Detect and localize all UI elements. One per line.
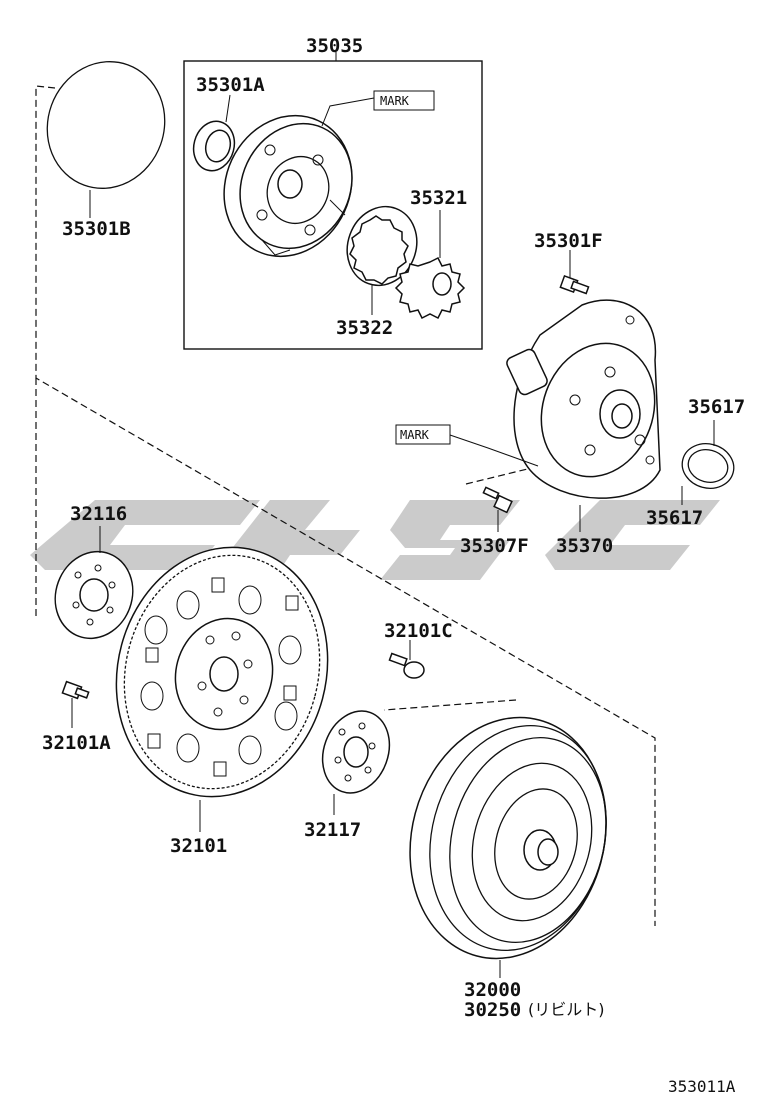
oil-seal-35301a: [192, 94, 236, 172]
label-35617-top: 35617: [688, 396, 745, 418]
bolt-32101a: [61, 680, 90, 728]
label-32116: 32116: [70, 503, 127, 525]
label-32101c: 32101C: [384, 620, 453, 642]
watermark-logo: [30, 500, 720, 580]
mark-box-lower: [395, 424, 451, 445]
label-35370: 35370: [556, 535, 613, 557]
label-35035: 35035: [306, 35, 363, 57]
label-30250-note: (リビルト): [528, 1000, 605, 1019]
o-ring-35301b: [46, 61, 166, 218]
mark-label-top: MARK: [380, 94, 410, 108]
bolt-32101c: [388, 640, 425, 679]
pump-body-35035: [223, 114, 353, 258]
label-32000: 32000: [464, 979, 521, 1001]
torque-converter-32000: [409, 716, 607, 978]
snap-ring-35617: [681, 420, 735, 505]
drive-gear-35321: [394, 210, 466, 320]
label-35301b: 35301B: [62, 218, 131, 240]
label-32101: 32101: [170, 835, 227, 857]
label-35617-bottom: 35617: [646, 507, 703, 529]
kit-box-35035: [183, 60, 483, 350]
pump-stator-35370: [506, 299, 661, 532]
plate-32116: [54, 526, 134, 640]
mark-label-lower: MARK: [400, 428, 430, 442]
label-32101a: 32101A: [42, 732, 111, 754]
bolt-35301f: [559, 250, 590, 295]
label-35322: 35322: [336, 317, 393, 339]
plate-32117: [321, 710, 391, 815]
label-32117: 32117: [304, 819, 361, 841]
label-35301f: 35301F: [534, 230, 603, 252]
flex-plate-32101: [115, 546, 329, 832]
driven-gear-35322: [346, 205, 418, 315]
bolt-35307f: [482, 486, 513, 532]
diagram-ref-code: 353011A: [668, 1077, 736, 1096]
label-35301a: 35301A: [196, 74, 265, 96]
label-35321: 35321: [410, 187, 467, 209]
label-30250: 30250: [464, 999, 521, 1021]
mark-box-top: [373, 90, 435, 111]
label-35307f: 35307F: [460, 535, 529, 557]
